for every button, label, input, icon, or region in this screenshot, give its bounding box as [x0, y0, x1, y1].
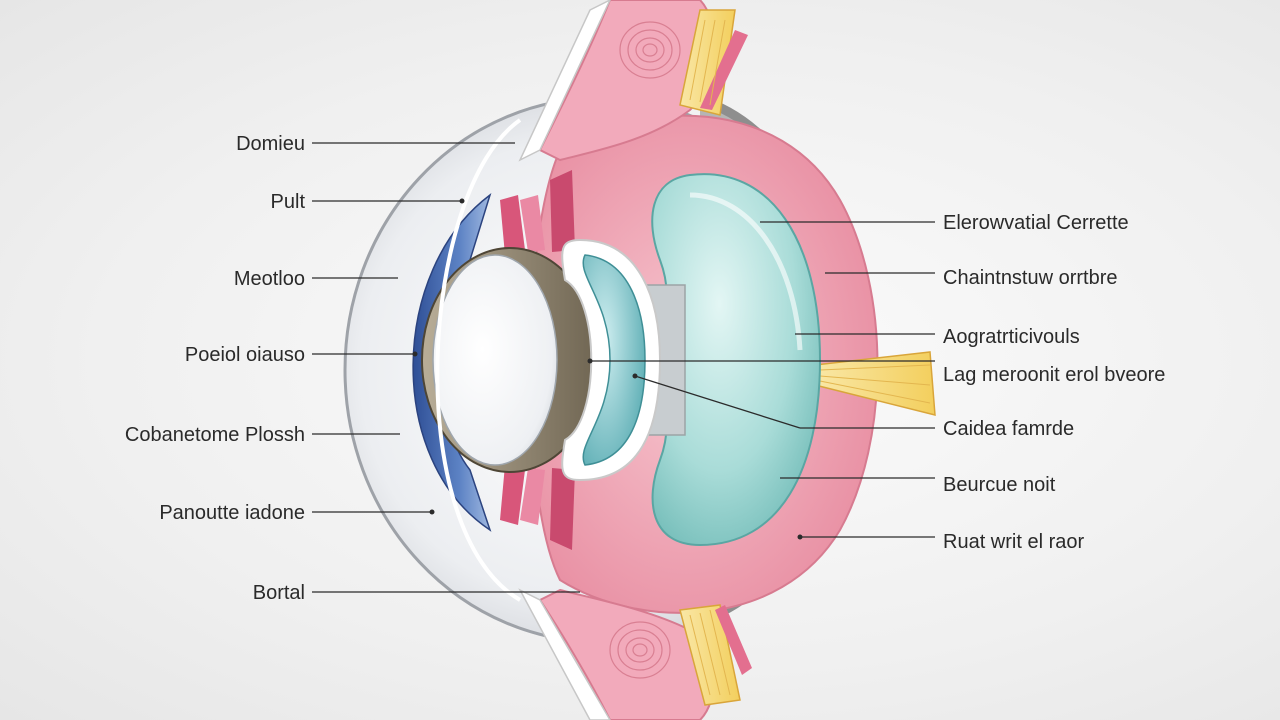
- label-left-1: Domieu: [236, 133, 305, 155]
- label-right-5: Caidea famrde: [943, 418, 1074, 440]
- vitreous-body: [651, 173, 822, 547]
- iris-segments: [500, 170, 575, 550]
- label-left-5: Cobanetome Plossh: [125, 424, 305, 446]
- muscle-texture-bottom: [609, 621, 671, 679]
- nerve-bundle-top: [679, 9, 748, 116]
- label-left-6: Panoutte iadone: [159, 502, 305, 524]
- label-right-3: Aogratrticivouls: [943, 326, 1080, 348]
- label-right-4: Lag meroonit erol bveore: [943, 364, 1165, 386]
- right-labels: Elerowvatial Cerrette Chaintnstuw orrtbr…: [943, 212, 1165, 553]
- label-right-6: Beurcue noit: [943, 474, 1056, 496]
- label-left-3: Meotloo: [234, 268, 305, 290]
- label-right-1: Elerowvatial Cerrette: [943, 212, 1129, 234]
- left-labels: Domieu Pult Meotloo Poeiol oiauso Cobane…: [125, 133, 306, 604]
- lens: [432, 254, 558, 466]
- leader-lines: [312, 142, 935, 593]
- label-right-2: Chaintnstuw orrtbre: [943, 267, 1118, 289]
- label-right-7: Ruat writ el raor: [943, 531, 1084, 553]
- nerve-bundle-bottom: [679, 604, 752, 706]
- label-left-7: Bortal: [253, 582, 305, 604]
- muscle-texture-top: [619, 21, 681, 79]
- label-left-2: Pult: [271, 191, 306, 213]
- label-left-4: Poeiol oiauso: [185, 344, 305, 366]
